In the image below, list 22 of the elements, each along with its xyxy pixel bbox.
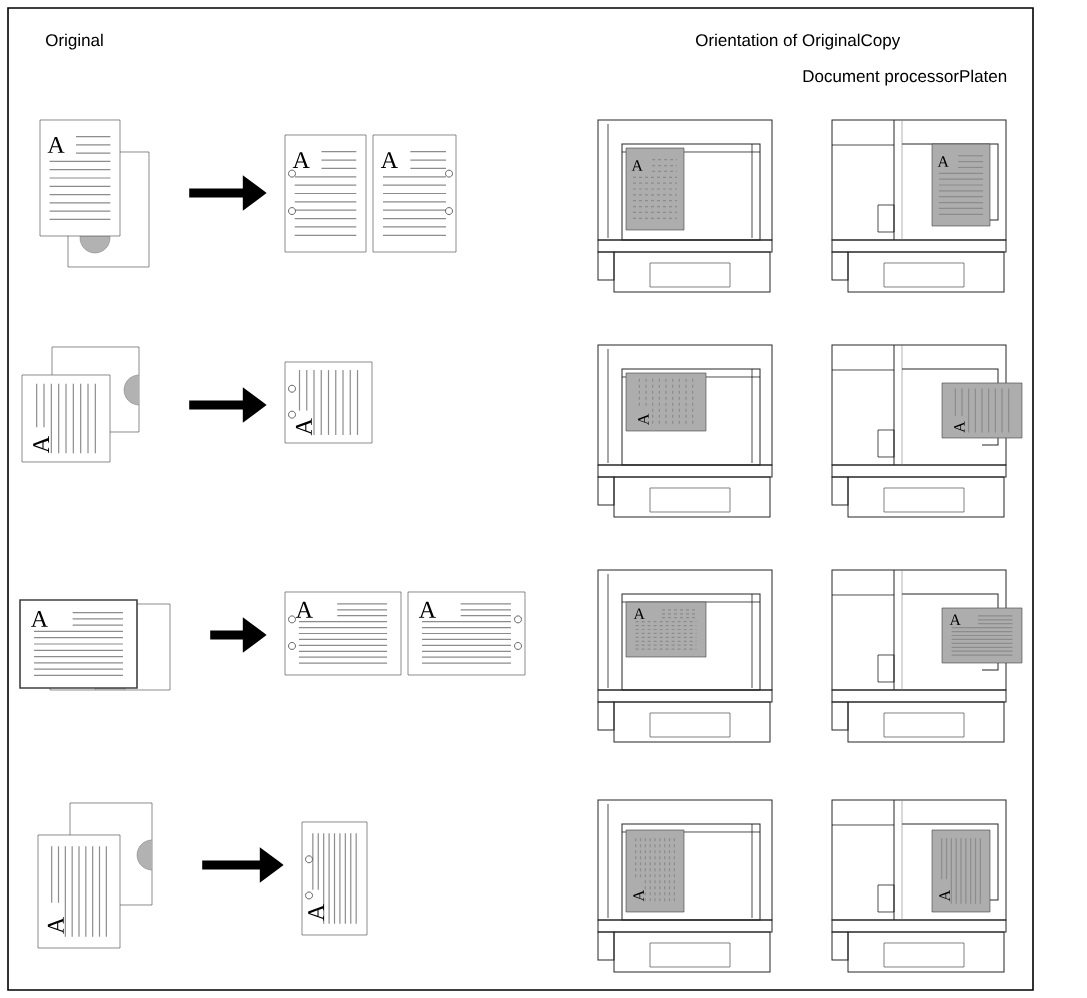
column-heading: Document processorPlaten [803, 69, 1007, 86]
label: A [292, 152, 310, 168]
copier-drawing: A [831, 119, 1007, 293]
copier-drawing: A [831, 569, 1023, 743]
label: A [295, 601, 313, 618]
original-drawing: A [21, 346, 140, 463]
copier-drawing: A [597, 569, 773, 743]
copier-drawing: A [831, 344, 1023, 518]
copier-drawing: A [831, 799, 1007, 973]
column-heading: Orientation of OriginalCopy [696, 33, 901, 50]
copier-drawing: A [597, 799, 773, 973]
copier-drawing: A [597, 119, 773, 293]
copy-drawing: A A [284, 134, 457, 253]
copy-drawing: A [301, 821, 368, 936]
label: A [47, 136, 65, 153]
original-drawing: A [39, 119, 150, 268]
column-heading: Original [46, 33, 103, 50]
copy-drawing: A A [284, 591, 526, 676]
copier-drawing: A [597, 344, 773, 518]
copy-drawing: A [284, 361, 373, 444]
original-drawing: A [19, 599, 171, 691]
original-drawing: A [37, 802, 153, 949]
